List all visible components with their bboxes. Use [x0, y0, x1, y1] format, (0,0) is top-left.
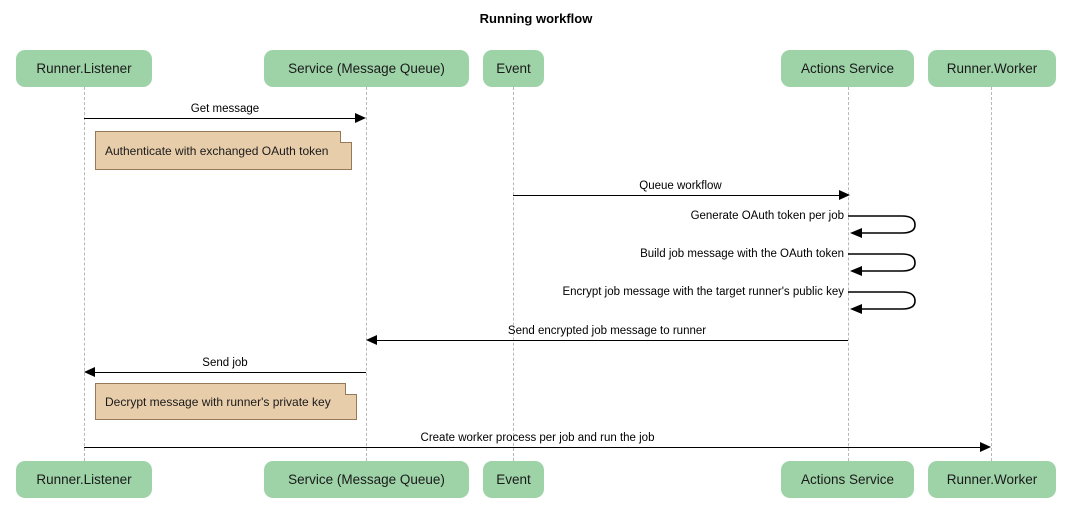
lifeline-event — [513, 87, 514, 461]
lifeline-runner-worker — [991, 87, 992, 461]
message-line-send-encrypted-job-message — [377, 340, 848, 341]
arrowhead-left-icon — [84, 367, 95, 377]
message-label-create-worker-process: Create worker process per job and run th… — [420, 432, 655, 444]
participant-label: Runner.Worker — [946, 61, 1038, 76]
participant-label: Service (Message Queue) — [288, 472, 445, 487]
note-fold-corner-icon — [340, 131, 352, 143]
participant-label: Event — [496, 472, 531, 487]
message-line-queue-workflow — [513, 195, 839, 196]
participant-label: Runner.Listener — [36, 61, 132, 76]
participant-label: Service (Message Queue) — [288, 61, 445, 76]
self-message-build-job-message — [848, 248, 928, 278]
participant-actions-service-top[interactable]: Actions Service — [781, 50, 914, 87]
message-label-build-job-message: Build job message with the OAuth token — [640, 248, 844, 260]
message-label-get-message: Get message — [190, 103, 260, 115]
message-label-encrypt-job-message: Encrypt job message with the target runn… — [562, 286, 844, 298]
participant-runner-listener-top[interactable]: Runner.Listener — [16, 50, 152, 87]
arrowhead-left-icon — [366, 335, 377, 345]
message-line-send-job — [95, 372, 366, 373]
participant-label: Runner.Listener — [36, 472, 132, 487]
participant-event-top[interactable]: Event — [483, 50, 544, 87]
self-message-generate-oauth-token-per-job — [848, 210, 928, 240]
participant-runner-worker-top[interactable]: Runner.Worker — [928, 50, 1056, 87]
message-line-create-worker-process — [84, 447, 980, 448]
page-title: Running workflow — [479, 11, 593, 26]
lifeline-runner-listener — [84, 87, 85, 461]
lifeline-service-message-queue — [366, 87, 367, 461]
participant-service-message-queue-top[interactable]: Service (Message Queue) — [264, 50, 469, 87]
message-label-queue-workflow: Queue workflow — [639, 180, 722, 192]
participant-label: Actions Service — [800, 61, 895, 76]
participant-runner-worker-bottom[interactable]: Runner.Worker — [928, 461, 1056, 498]
note-text: Decrypt message with runner's private ke… — [105, 394, 331, 409]
message-line-get-message — [84, 118, 355, 119]
note-decrypt: Decrypt message with runner's private ke… — [95, 383, 357, 420]
participant-runner-listener-bottom[interactable]: Runner.Listener — [16, 461, 152, 498]
arrowhead-right-icon — [355, 113, 366, 123]
note-fold-corner-icon — [345, 383, 357, 395]
note-text: Authenticate with exchanged OAuth token — [105, 143, 329, 158]
participant-label: Actions Service — [800, 472, 895, 487]
message-label-send-job: Send job — [202, 357, 248, 369]
participant-event-bottom[interactable]: Event — [483, 461, 544, 498]
arrowhead-right-icon — [839, 190, 850, 200]
self-message-encrypt-job-message — [848, 286, 928, 316]
message-label-send-encrypted-job-message: Send encrypted job message to runner — [507, 325, 707, 337]
participant-service-message-queue-bottom[interactable]: Service (Message Queue) — [264, 461, 469, 498]
note-authenticate: Authenticate with exchanged OAuth token — [95, 131, 352, 170]
lifeline-actions-service — [848, 87, 849, 461]
participant-actions-service-bottom[interactable]: Actions Service — [781, 461, 914, 498]
arrowhead-right-icon — [980, 442, 991, 452]
participant-label: Runner.Worker — [946, 472, 1038, 487]
participant-label: Event — [496, 61, 531, 76]
message-label-generate-oauth-token-per-job: Generate OAuth token per job — [690, 210, 844, 222]
